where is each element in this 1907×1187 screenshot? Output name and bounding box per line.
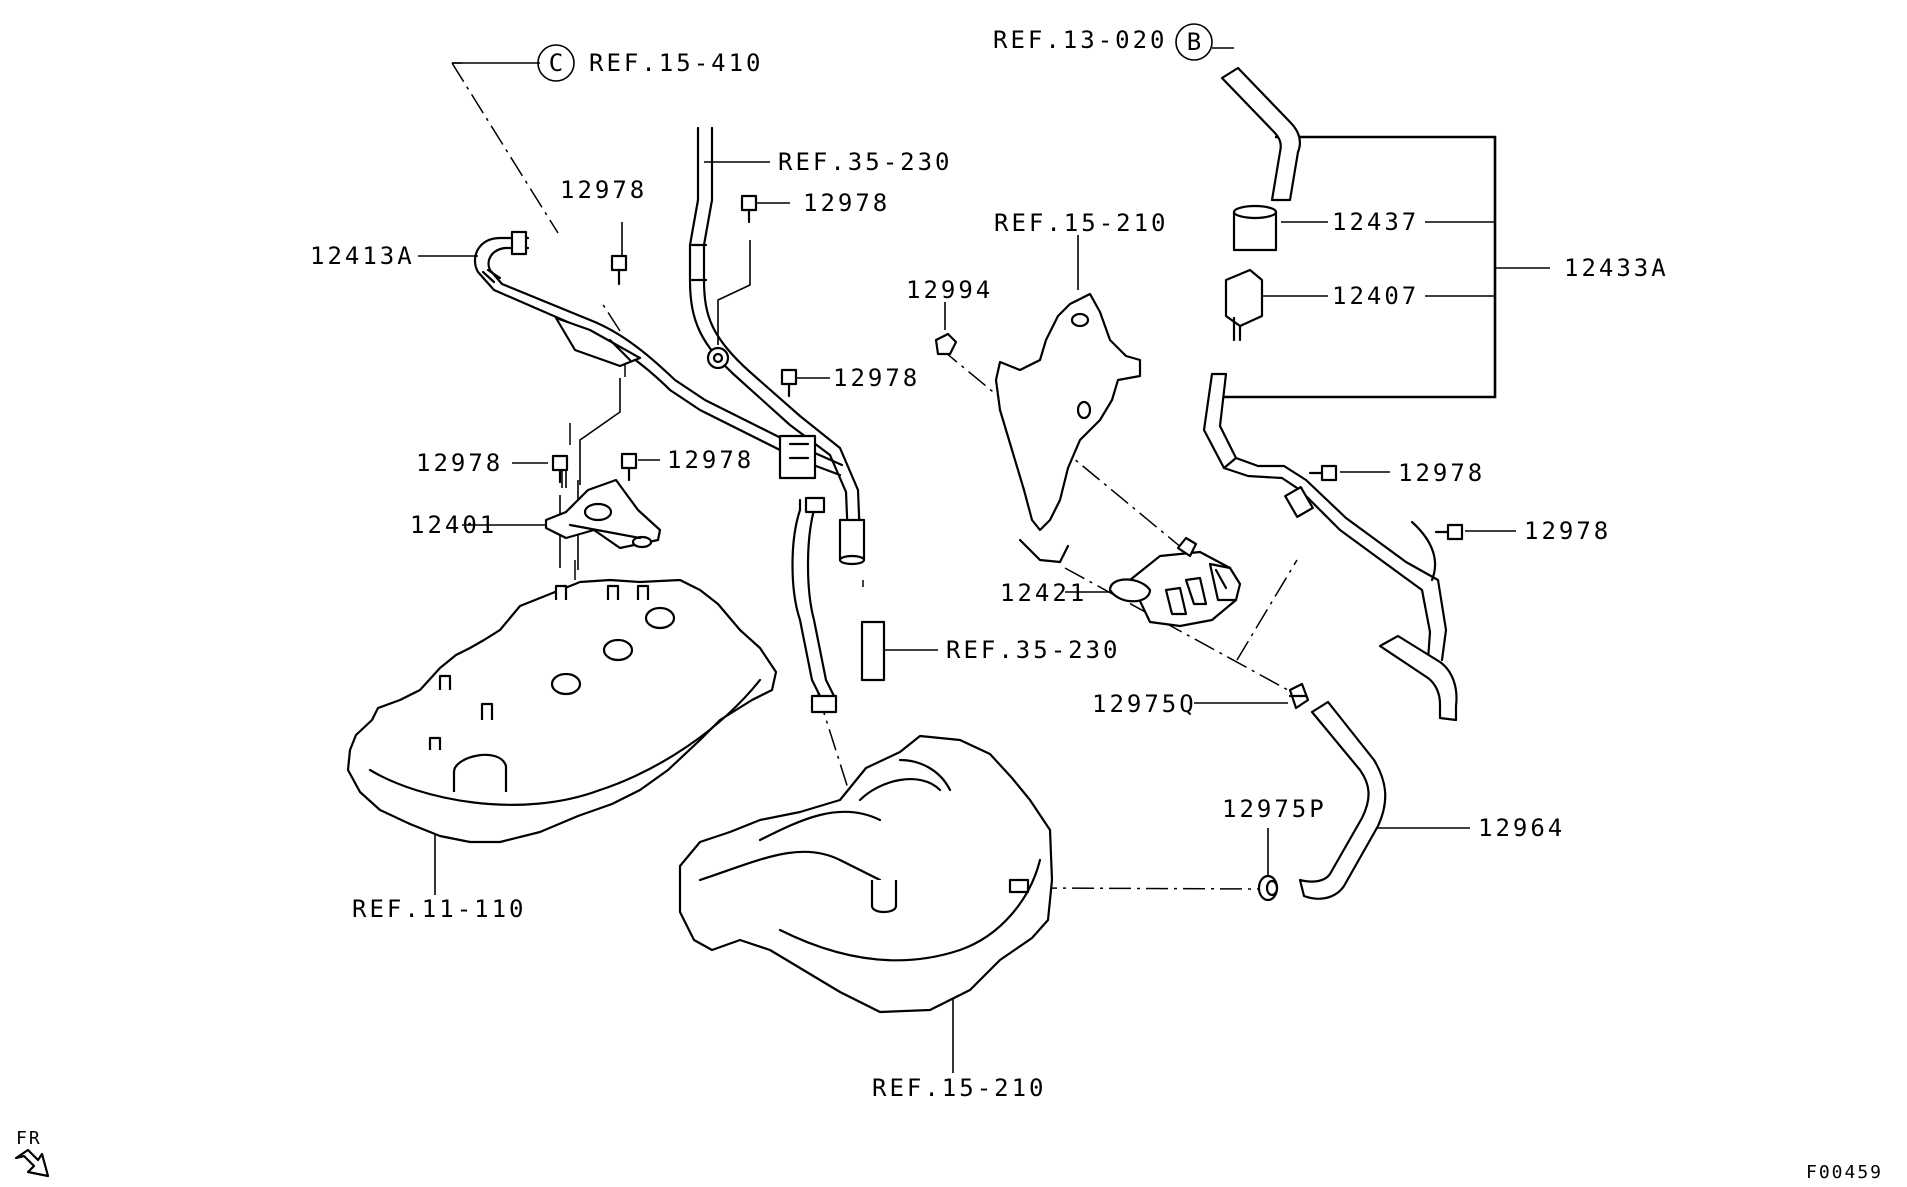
hose-assembly-12433A (1202, 66, 1458, 722)
nut-12994 (934, 332, 958, 356)
label-ref-35-230-mid: REF.35-230 (946, 636, 1121, 664)
bolt-12978-d (551, 454, 569, 484)
callout-labels: REF.15-410 REF.35-230 12978 12978 12413A… (310, 26, 1669, 1102)
clamp-12975P (1257, 874, 1279, 902)
vacuum-tube-lower (778, 434, 886, 714)
label-ref-15-410: REF.15-410 (589, 49, 764, 77)
label-12978-c: 12978 (833, 364, 920, 392)
label-12975P: 12975P (1222, 795, 1327, 823)
label-12978-e: 12978 (667, 446, 754, 474)
label-ref-13-020: REF.13-020 (993, 26, 1168, 54)
orientation-indicator: FR (14, 1128, 50, 1178)
bracket-ref-15-210 (994, 292, 1142, 564)
label-ref-15-210-bottom: REF.15-210 (872, 1074, 1047, 1102)
figure-id: F00459 (1806, 1162, 1883, 1183)
bolt-12978-b (740, 194, 758, 224)
bolt-12978-c (780, 368, 798, 398)
clamp-12975Q (1288, 682, 1310, 710)
leader-lines (418, 47, 1550, 1073)
orientation-label: FR (16, 1128, 42, 1149)
label-12975Q: 12975Q (1092, 690, 1197, 718)
front-arrow-icon (14, 1148, 50, 1178)
label-ref-11-110: REF.11-110 (352, 895, 527, 923)
label-12994: 12994 (906, 276, 993, 304)
solenoid-12421 (1108, 536, 1242, 628)
label-12978-d: 12978 (416, 449, 503, 477)
label-ref-15-210-top: REF.15-210 (994, 209, 1169, 237)
intake-manifold (678, 734, 1054, 1014)
bolt-12978-f (1308, 464, 1338, 482)
label-12401: 12401 (410, 511, 497, 539)
vacuum-tube-upper (688, 126, 866, 566)
marker-b-label: B (1187, 28, 1201, 56)
marker-c-label: C (549, 49, 563, 77)
marker-c: C (537, 44, 575, 82)
label-12407: 12407 (1332, 282, 1419, 310)
bracket-12401 (544, 478, 662, 550)
label-12421: 12421 (1000, 579, 1087, 607)
label-12978-a: 12978 (803, 189, 890, 217)
label-12413A: 12413A (310, 242, 415, 270)
label-12978-b: 12978 (560, 176, 647, 204)
label-12978-g: 12978 (1524, 517, 1611, 545)
bolt-12978-e (620, 452, 638, 482)
hose-12964 (1298, 700, 1387, 900)
valve-cover (346, 578, 778, 844)
hose-12413A (473, 230, 844, 477)
marker-b: B (1175, 23, 1213, 61)
label-12964: 12964 (1478, 814, 1565, 842)
label-12433A: 12433A (1564, 254, 1669, 282)
label-12437: 12437 (1332, 208, 1419, 236)
bolts-12978 (551, 194, 1464, 541)
label-ref-35-230-top: REF.35-230 (778, 148, 953, 176)
bolt-12978-a (610, 254, 628, 286)
bolt-12978-g (1434, 523, 1464, 541)
label-12978-f: 12978 (1398, 459, 1485, 487)
